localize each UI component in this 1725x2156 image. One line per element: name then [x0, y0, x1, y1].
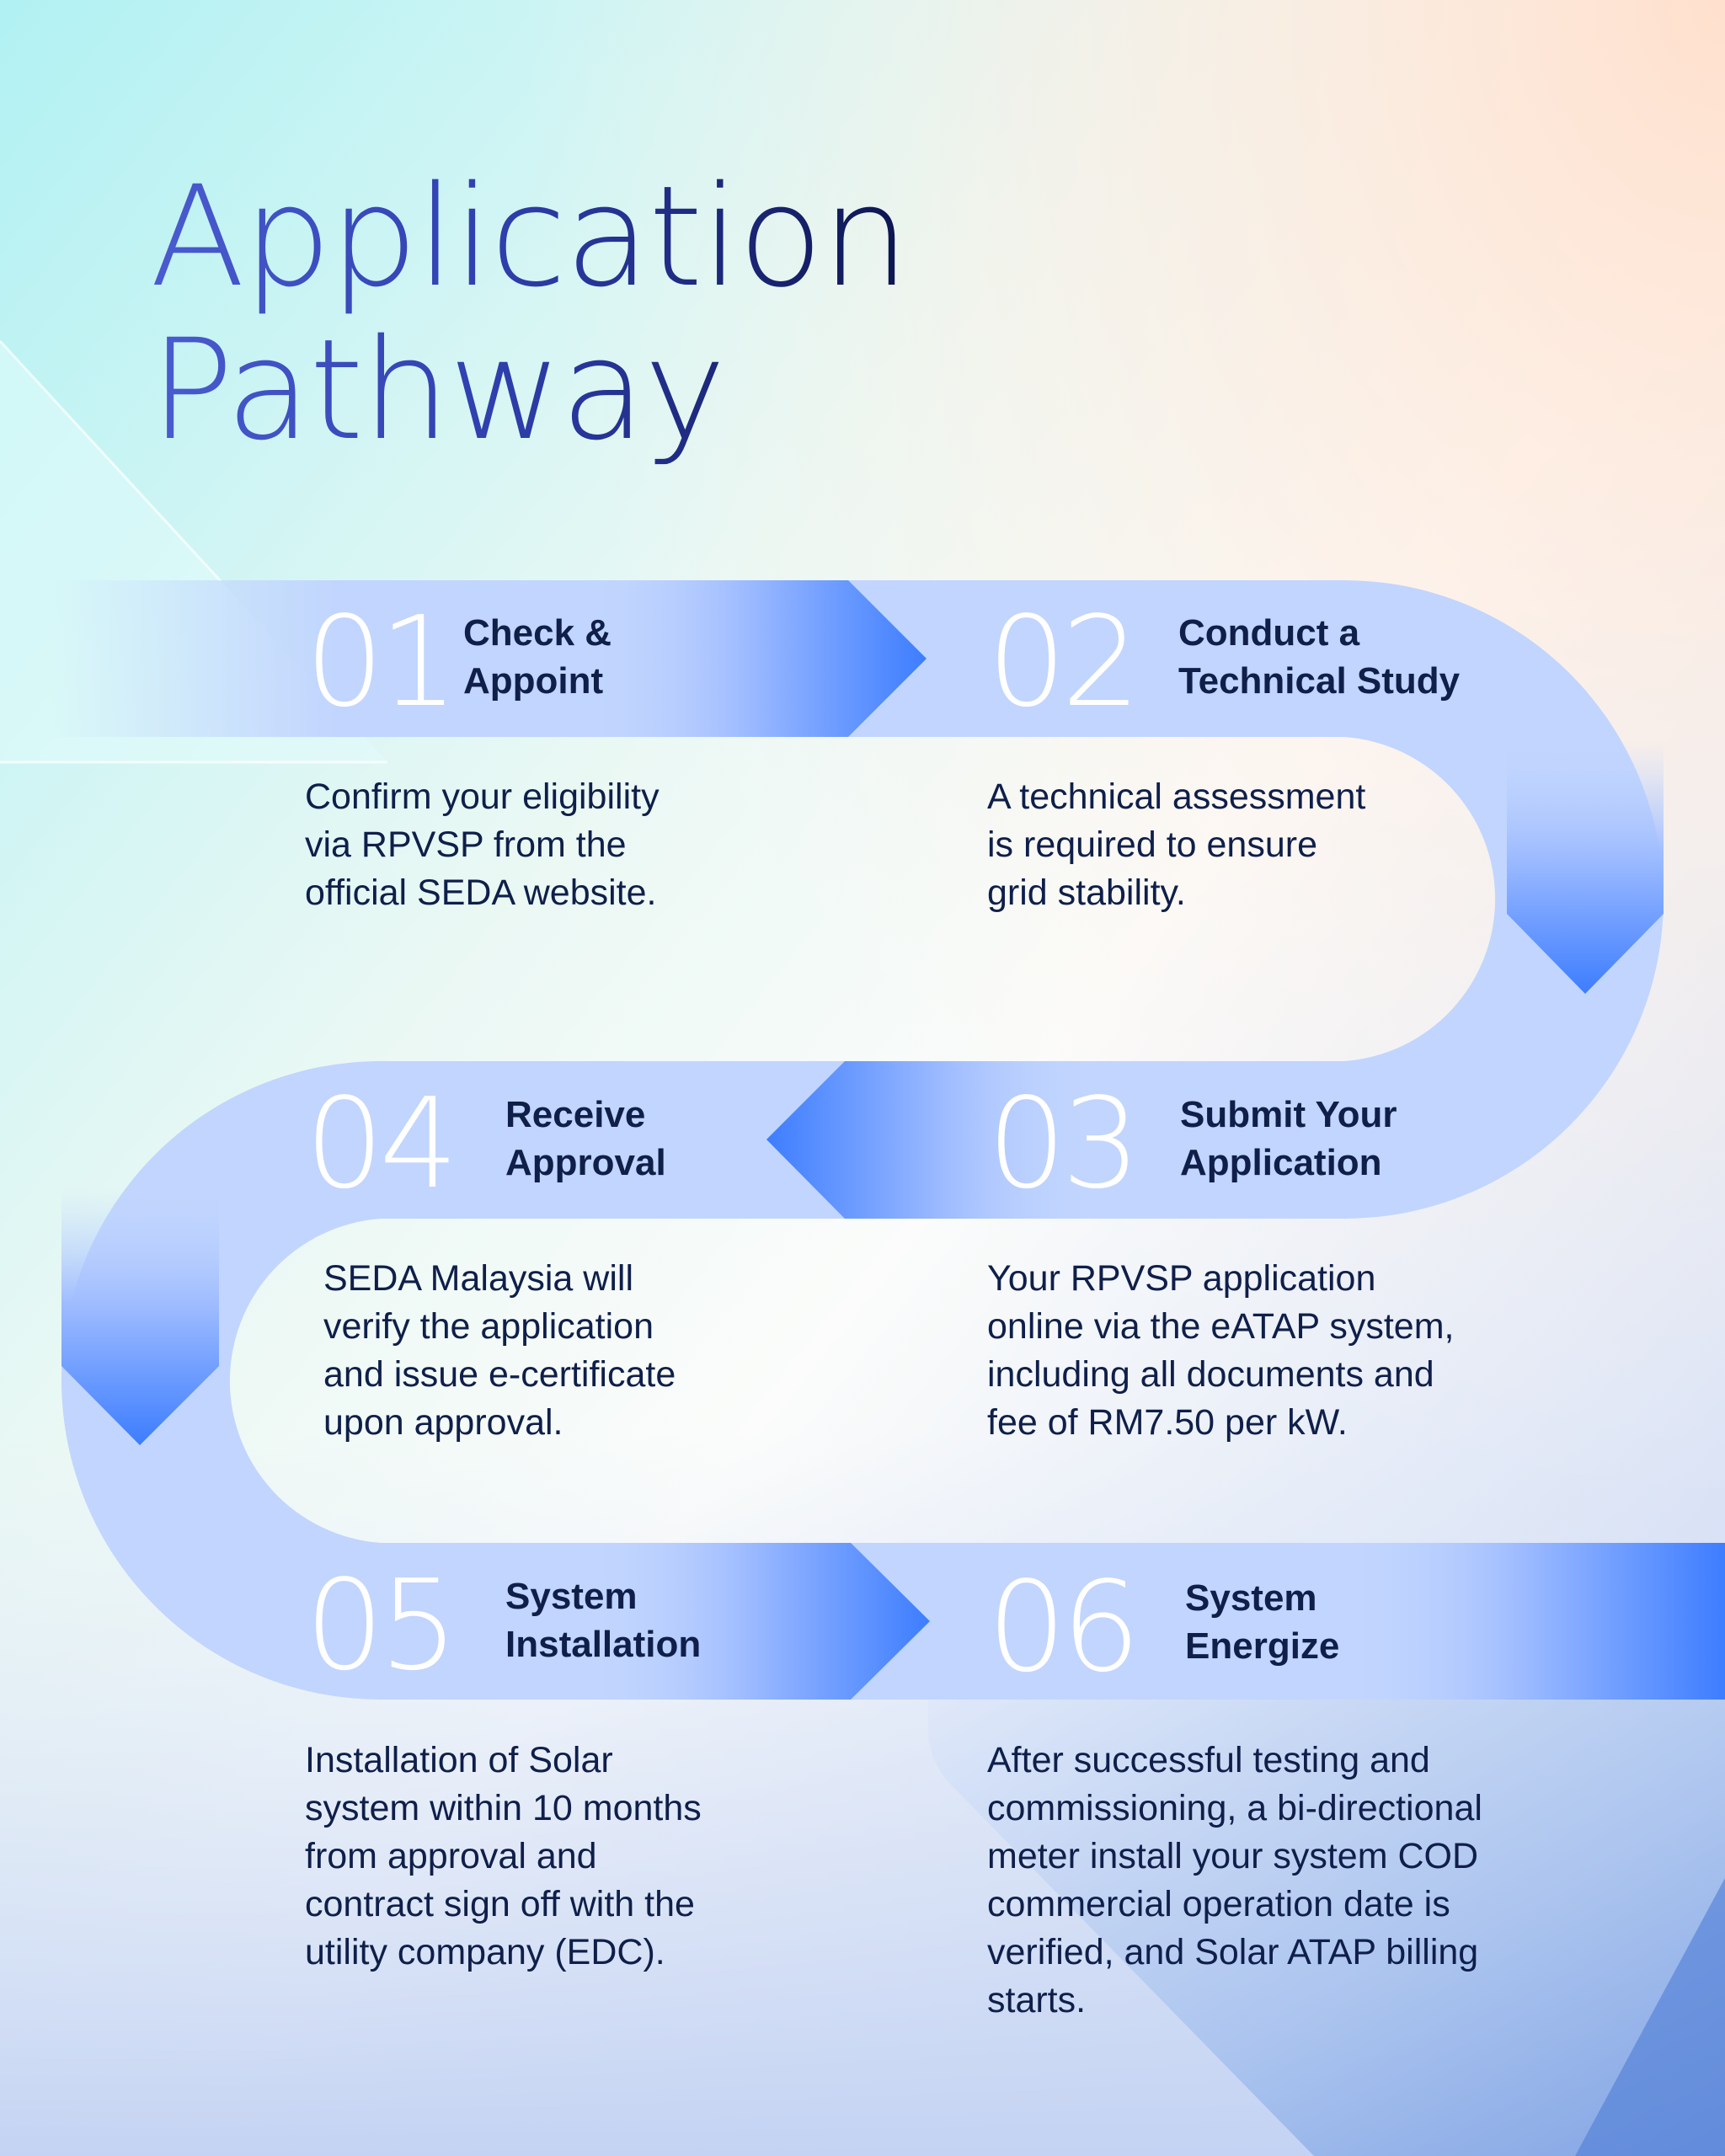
- step-6-heading: System Energize: [1185, 1574, 1339, 1670]
- arrow-right-5: [590, 1543, 930, 1700]
- step-2-heading-line: Conduct a: [1178, 612, 1360, 654]
- step-1-heading: Check & Appoint: [463, 609, 611, 705]
- step-4-description-line: verify the application: [323, 1306, 654, 1347]
- step-3-description-line: including all documents and: [987, 1354, 1434, 1395]
- step-5-description-line: system within 10 months: [305, 1788, 702, 1828]
- step-3-description-line: fee of RM7.50 per kW.: [987, 1402, 1348, 1443]
- step-2-number: 02: [987, 590, 1140, 734]
- decor-triangle-corner: [1575, 1878, 1725, 2156]
- step-1-description-line: via RPVSP from the: [305, 825, 627, 865]
- step-2-description: A technical assessment is required to en…: [987, 773, 1365, 917]
- step-6-description-line: commercial operation date is: [987, 1884, 1450, 1924]
- step-6-description-line: commissioning, a bi-directional: [987, 1788, 1482, 1828]
- step-3-heading: Submit Your Application: [1180, 1091, 1397, 1187]
- arrow-right-1: [590, 580, 927, 737]
- step-3-description-line: Your RPVSP application: [987, 1258, 1376, 1299]
- step-5-description: Installation of Solar system within 10 m…: [305, 1737, 702, 1977]
- step-6-description: After successful testing and commissioni…: [987, 1737, 1482, 2025]
- decor-line-top-left: [0, 339, 222, 583]
- step-3-description: Your RPVSP application online via the eA…: [987, 1255, 1455, 1447]
- step-1-description-line: Confirm your eligibility: [305, 776, 660, 817]
- step-2-description-line: is required to ensure: [987, 825, 1317, 865]
- step-4-heading-line: Approval: [505, 1142, 666, 1183]
- page-title: Application Pathway: [150, 160, 908, 467]
- step-4-number: 04: [305, 1071, 458, 1216]
- step-4-heading-line: Receive: [505, 1094, 646, 1135]
- step-6-description-line: After successful testing and: [987, 1740, 1430, 1780]
- step-2-description-line: A technical assessment: [987, 776, 1366, 817]
- step-4-description-line: SEDA Malaysia will: [323, 1258, 633, 1299]
- step-5-description-line: from approval and: [305, 1836, 597, 1876]
- step-4-description-line: upon approval.: [323, 1402, 563, 1443]
- step-6-number: 06: [987, 1555, 1140, 1700]
- step-2-heading-line: Technical Study: [1178, 660, 1461, 702]
- step-1-heading-line: Check &: [463, 612, 612, 654]
- arrow-down-right: [1507, 741, 1664, 994]
- step-5-heading: System Installation: [505, 1572, 701, 1668]
- step-6-heading-line: System: [1185, 1577, 1317, 1619]
- step-2-heading: Conduct a Technical Study: [1178, 609, 1460, 705]
- step-5-heading-line: System: [505, 1576, 638, 1617]
- step-4-description: SEDA Malaysia will verify the applicatio…: [323, 1255, 676, 1447]
- step-4-heading: Receive Approval: [505, 1091, 666, 1187]
- step-3-number: 03: [987, 1071, 1140, 1216]
- step-6-description-line: verified, and Solar ATAP billing: [987, 1932, 1479, 1972]
- title-line-2: Pathway: [150, 309, 725, 471]
- step-3-description-line: online via the eATAP system,: [987, 1306, 1455, 1347]
- step-2-description-line: grid stability.: [987, 873, 1186, 913]
- step-1-heading-line: Appoint: [463, 660, 604, 702]
- step-4-description-line: and issue e-certificate: [323, 1354, 676, 1395]
- arrow-left-3: [766, 1061, 1095, 1219]
- arrow-down-left: [61, 1187, 219, 1445]
- decor-triangle-bottom-right: [928, 1700, 1725, 2156]
- step-6-description-line: starts.: [987, 1980, 1087, 2020]
- step-3-heading-line: Submit Your: [1180, 1094, 1397, 1135]
- step-1-number: 01: [305, 590, 458, 734]
- band-curve-right: [1344, 580, 1664, 1219]
- step-6-description-line: meter install your system COD: [987, 1836, 1479, 1876]
- step-5-heading-line: Installation: [505, 1624, 702, 1665]
- title-line-1: Application: [150, 156, 908, 318]
- step-3-heading-line: Application: [1180, 1142, 1382, 1183]
- step-1-description-line: official SEDA website.: [305, 873, 657, 913]
- band-end-accent: [1348, 1543, 1725, 1700]
- step-5-description-line: contract sign off with the: [305, 1884, 695, 1924]
- step-5-number: 05: [305, 1553, 458, 1698]
- step-6-heading-line: Energize: [1185, 1625, 1340, 1667]
- step-5-description-line: Installation of Solar: [305, 1740, 613, 1780]
- step-1-description: Confirm your eligibility via RPVSP from …: [305, 773, 660, 917]
- step-5-description-line: utility company (EDC).: [305, 1932, 665, 1972]
